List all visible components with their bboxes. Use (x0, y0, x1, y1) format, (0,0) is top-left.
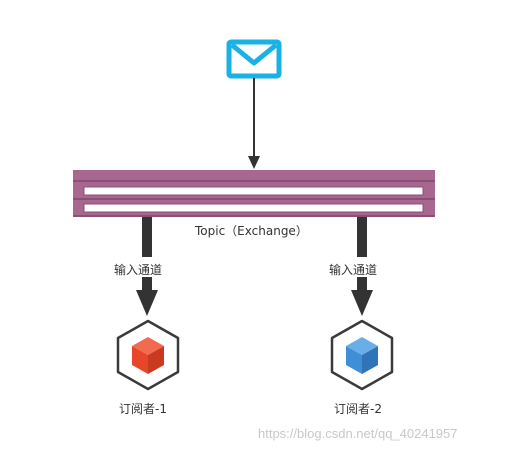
channel-label-1: 输入通道 (114, 263, 163, 277)
cube-icon (132, 337, 164, 374)
exchange-label: Topic（Exchange） (195, 224, 308, 238)
channel-arrow-1 (136, 217, 158, 316)
subscriber-label-1: 订阅者-1 (119, 402, 167, 416)
exchange-bar (73, 170, 435, 217)
publish-arrow (248, 78, 260, 169)
channel-arrow-2 (351, 217, 373, 316)
channel-label-2: 输入通道 (329, 263, 378, 277)
cube-icon (346, 337, 378, 374)
watermark: https://blog.csdn.net/qq_40241957 (258, 426, 458, 441)
subscriber-1-icon (116, 319, 180, 391)
subscriber-2-icon (330, 319, 394, 391)
envelope-icon (226, 39, 282, 79)
subscriber-label-2: 订阅者-2 (334, 402, 382, 416)
